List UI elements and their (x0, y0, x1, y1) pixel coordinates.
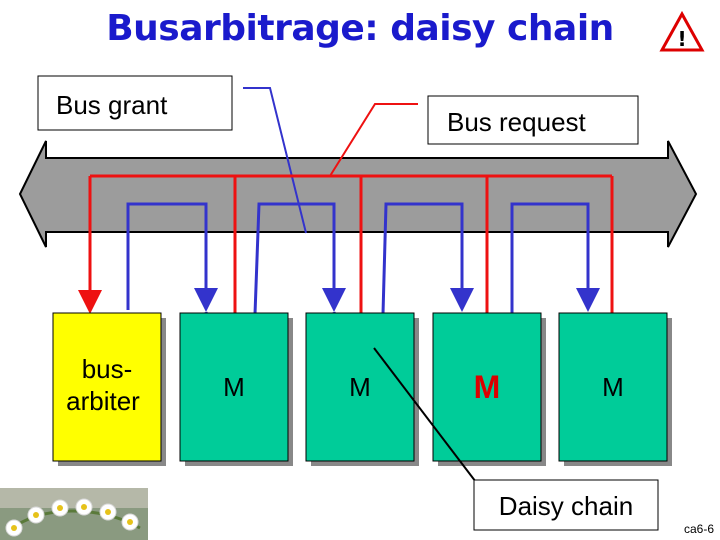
bus-grant-label-box (37, 75, 233, 131)
arbiter-label-line2: arbiter (66, 386, 140, 416)
bus-request-leader (329, 103, 418, 177)
arbiter-label-line1: bus- (82, 354, 133, 384)
module-box-4 (558, 312, 672, 466)
module-box-3 (432, 312, 546, 466)
bus-request-label-box (427, 95, 639, 145)
daisy-chain-label-box (473, 479, 659, 531)
warning-triangle-icon: ! (659, 10, 705, 52)
daisy-chain-leader (373, 347, 483, 491)
module-label-3-highlight: M (474, 369, 501, 405)
svg-text:!: ! (677, 27, 686, 51)
bus-arbiter-box (52, 312, 166, 466)
daisy-chain-photo (0, 488, 148, 540)
system-bus (18, 140, 698, 248)
bus-request-label: Bus request (447, 107, 587, 137)
daisy-chain-label: Daisy chain (499, 491, 633, 521)
bus-grant-label: Bus grant (56, 90, 168, 120)
bus-grant-leader (243, 87, 307, 234)
slide-number: ca6-6 (683, 522, 714, 536)
module-label-2: M (349, 372, 371, 402)
module-label-4: M (602, 372, 624, 402)
module-box-2 (305, 312, 419, 466)
module-box-1 (179, 312, 293, 466)
module-label-1: M (223, 372, 245, 402)
bus-request-line (78, 174, 614, 314)
slide-title: Busarbitrage: daisy chain (106, 8, 614, 49)
